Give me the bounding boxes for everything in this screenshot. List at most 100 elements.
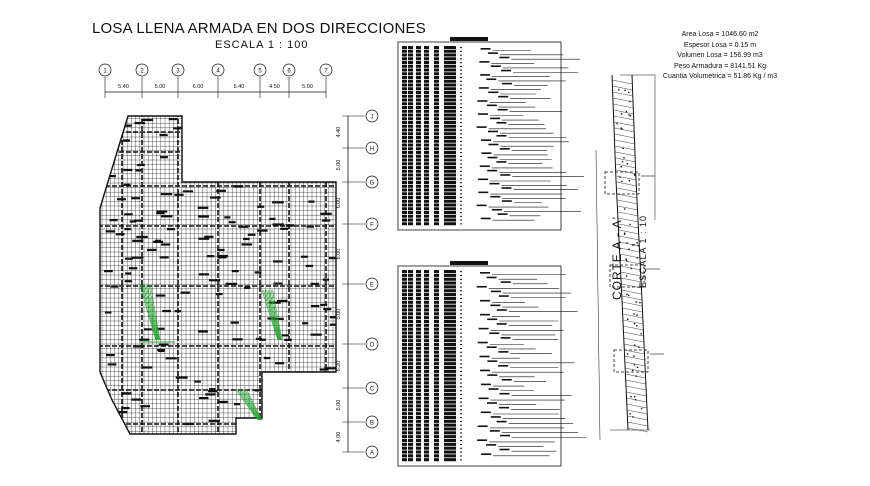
rebar-tag <box>254 271 262 274</box>
table-cell <box>402 296 407 300</box>
table-dot <box>460 271 462 273</box>
table-dot <box>460 155 462 157</box>
table-cell <box>444 121 456 124</box>
table-cell <box>424 53 429 57</box>
bar-mark <box>487 318 498 321</box>
table-cell <box>408 304 413 308</box>
section-hatch <box>623 325 644 331</box>
table-cell <box>424 169 429 173</box>
table-cell <box>408 117 413 121</box>
bar-mark <box>487 169 498 172</box>
rebar-tag <box>104 311 112 314</box>
table-cell <box>434 151 439 154</box>
axis-label: B <box>370 421 374 427</box>
rebar-tag <box>215 292 223 296</box>
table-cell <box>444 415 456 419</box>
table-cell <box>424 412 429 416</box>
table-cell <box>416 106 421 109</box>
table-cell <box>416 109 421 113</box>
table-dot <box>460 305 462 307</box>
table-cell <box>416 143 421 147</box>
table-cell <box>416 124 421 128</box>
rebar-tag <box>302 322 309 325</box>
table-cell <box>402 222 407 226</box>
table-cell <box>408 222 413 226</box>
table-cell <box>444 346 456 350</box>
rebar-tag <box>308 200 315 203</box>
rebar-tag <box>194 380 201 383</box>
axis-bubble <box>253 63 267 77</box>
bar-mark <box>490 117 501 120</box>
rebar-tag <box>273 282 283 285</box>
bar-mark <box>481 453 492 455</box>
table-cell <box>402 46 407 49</box>
rebar-tag <box>209 196 221 199</box>
bar-mark <box>480 74 491 76</box>
axis-label: 2 <box>140 69 144 75</box>
table-cell <box>444 162 456 166</box>
table-cell <box>444 427 456 431</box>
rebar-tag <box>108 174 116 178</box>
table-cell <box>402 124 407 128</box>
table-cell <box>424 277 429 281</box>
table-cell <box>444 222 456 226</box>
bar-mark <box>486 346 497 348</box>
rebar-tag <box>139 338 150 341</box>
table-cell <box>434 339 439 343</box>
table-title-bar <box>450 261 488 265</box>
table-cell <box>402 188 407 192</box>
rebar-tag <box>244 286 251 289</box>
table-cell <box>434 53 439 57</box>
table-dot <box>460 397 462 399</box>
rebar-tag <box>217 400 228 403</box>
table-cell <box>416 139 421 143</box>
table-cell <box>408 102 413 106</box>
table-cell <box>402 177 407 181</box>
section-hatch <box>619 241 640 247</box>
table-cell <box>416 296 421 300</box>
aggregate-dot <box>636 314 638 316</box>
table-cell <box>444 83 456 87</box>
table-cell <box>408 450 413 454</box>
rebar-tag <box>329 323 336 326</box>
rebar-tag <box>320 118 329 121</box>
table-cell <box>434 177 439 181</box>
rebar-tag <box>142 118 154 122</box>
section-hatch <box>615 157 636 163</box>
table-cell <box>416 132 421 136</box>
table-cell <box>408 196 413 199</box>
table-cell <box>402 57 407 61</box>
bar-mark <box>486 104 497 107</box>
table-cell <box>408 136 413 139</box>
axis-label: F <box>370 223 374 229</box>
opening-hatch <box>141 284 157 341</box>
floor-plan[interactable] <box>98 112 341 440</box>
table-dot <box>460 298 462 300</box>
opening-hatch <box>237 389 259 421</box>
table-cell <box>444 316 456 320</box>
table-cell <box>408 270 413 274</box>
table-cell <box>402 427 407 431</box>
bar-mark <box>488 91 499 94</box>
table-cell <box>434 408 439 412</box>
table-cell <box>444 76 456 79</box>
table-cell <box>402 350 407 354</box>
table-cell <box>408 293 413 297</box>
aggregate-dot <box>625 275 628 277</box>
axis-bubble <box>365 381 379 395</box>
table-cell <box>434 211 439 214</box>
rebar-tag <box>155 294 166 297</box>
rebar-tag <box>230 321 239 324</box>
table-cell <box>444 438 456 443</box>
table-cell <box>434 173 439 177</box>
table-cell <box>416 207 421 211</box>
table-cell <box>444 98 456 102</box>
table-cell <box>434 304 439 308</box>
rebar-tag <box>259 338 266 341</box>
table-dot <box>460 294 462 296</box>
table-cell <box>434 281 439 285</box>
dimension-text: 5.00 <box>302 84 313 90</box>
aggregate-dot <box>633 355 635 357</box>
rebar-tag <box>285 224 295 227</box>
rebar-tag <box>283 403 293 406</box>
